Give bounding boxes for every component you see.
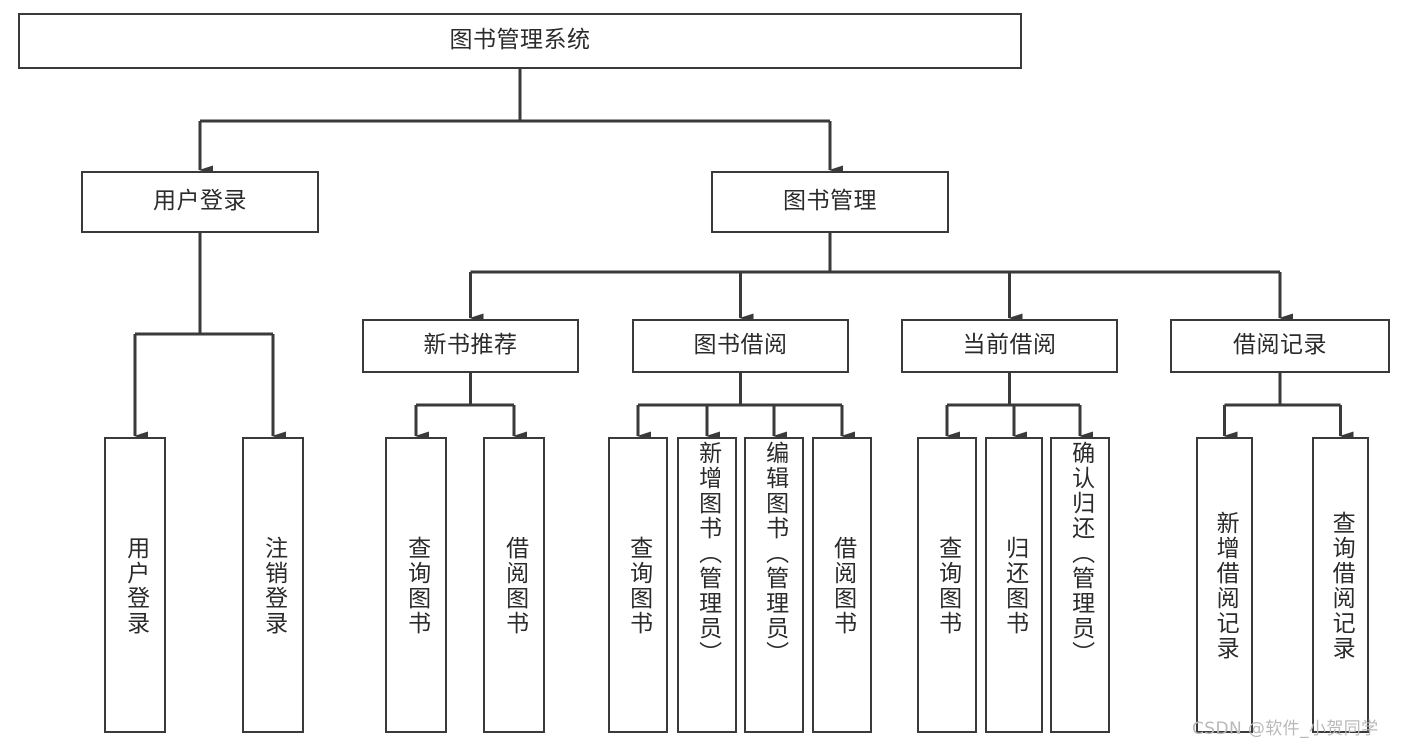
node-label: 新增图书（管理员） xyxy=(694,441,721,666)
node-label: 新增借阅记录 xyxy=(1212,511,1239,661)
node-label: 图书管理系统 xyxy=(449,27,591,54)
node-label: 新书推荐 xyxy=(423,332,518,359)
node-leaf-bb-add[interactable]: 新增图书（管理员） xyxy=(677,437,737,733)
node-leaf-logout[interactable]: 注销登录 xyxy=(242,437,304,733)
node-label: 图书管理 xyxy=(783,188,877,215)
csdn-watermark: CSDN @软件_小贺同学 xyxy=(1192,719,1379,739)
node-leaf-bb-query[interactable]: 查询图书 xyxy=(608,437,668,733)
node-leaf-user-login[interactable]: 用户登录 xyxy=(104,437,166,733)
node-leaf-br-add[interactable]: 新增借阅记录 xyxy=(1196,437,1253,733)
node-label: 借阅图书 xyxy=(829,536,856,636)
node-leaf-cb-query[interactable]: 查询图书 xyxy=(917,437,977,733)
node-leaf-br-query[interactable]: 查询借阅记录 xyxy=(1312,437,1369,733)
node-leaf-bb-edit[interactable]: 编辑图书（管理员） xyxy=(744,437,804,733)
node-label: 借阅记录 xyxy=(1233,332,1327,359)
node-leaf-rec-query[interactable]: 查询图书 xyxy=(385,437,447,733)
node-label: 当前借阅 xyxy=(962,332,1057,359)
node-label: 确认归还（管理员） xyxy=(1067,441,1094,666)
node-book-borrow[interactable]: 图书借阅 xyxy=(632,319,849,373)
node-leaf-cb-confirm[interactable]: 确认归还（管理员） xyxy=(1050,437,1110,733)
node-leaf-rec-borrow[interactable]: 借阅图书 xyxy=(483,437,545,733)
node-leaf-bb-borrow[interactable]: 借阅图书 xyxy=(812,437,872,733)
node-label: 用户登录 xyxy=(153,188,247,215)
node-label: 用户登录 xyxy=(122,536,149,636)
node-label: 查询图书 xyxy=(625,536,652,636)
node-label: 查询图书 xyxy=(934,536,961,636)
node-label: 注销登录 xyxy=(260,536,287,636)
node-borrow-record[interactable]: 借阅记录 xyxy=(1170,319,1390,373)
node-current-borrow[interactable]: 当前借阅 xyxy=(901,319,1118,373)
node-new-book-rec[interactable]: 新书推荐 xyxy=(362,319,579,373)
node-user-login[interactable]: 用户登录 xyxy=(81,171,319,233)
node-label: 查询借阅记录 xyxy=(1328,511,1355,661)
node-root[interactable]: 图书管理系统 xyxy=(18,13,1022,69)
node-book-manage[interactable]: 图书管理 xyxy=(711,171,949,233)
node-label: 图书借阅 xyxy=(693,332,788,359)
node-label: 归还图书 xyxy=(1001,536,1028,636)
node-label: 借阅图书 xyxy=(501,536,528,636)
node-leaf-cb-return[interactable]: 归还图书 xyxy=(985,437,1043,733)
node-label: 查询图书 xyxy=(403,536,430,636)
node-label: 编辑图书（管理员） xyxy=(761,441,788,666)
